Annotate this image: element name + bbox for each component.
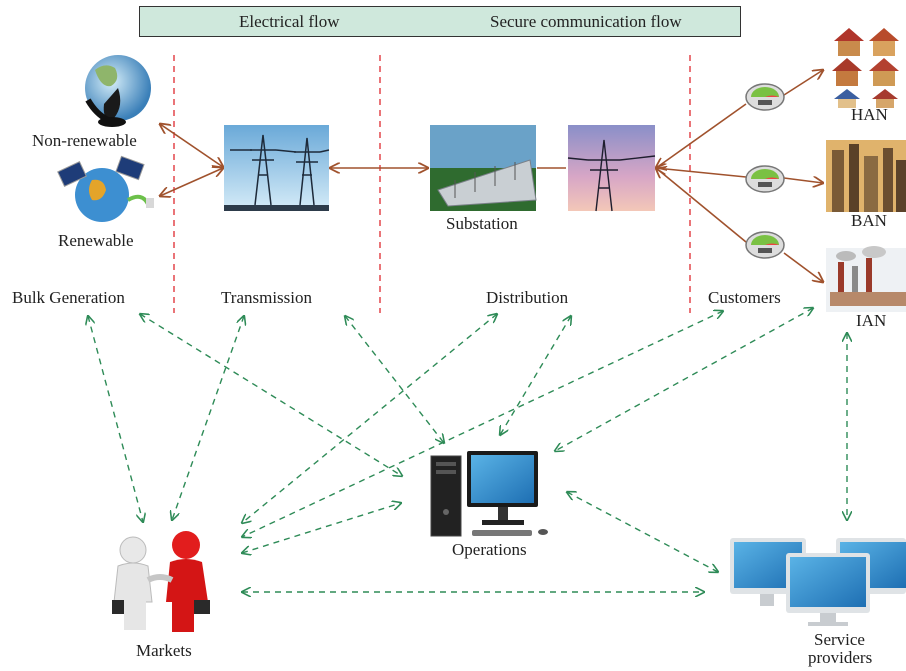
handshake-icon [112,531,210,632]
service-providers-label-line2: providers [808,648,873,667]
communication-flows [88,308,847,592]
markets-label: Markets [136,641,192,660]
factory-icon [826,246,906,312]
legend-electrical-label: Electrical flow [239,12,340,31]
non-renewable-icon [85,55,151,127]
customers-label: Customers [708,288,781,307]
monitors-icon [730,538,906,626]
electrical-flows [160,70,823,282]
smart-meter-icon [745,231,785,259]
operations-label: Operations [452,540,527,559]
non-renewable-label: Non-renewable [32,131,137,150]
ban-label: BAN [851,211,887,230]
domain-dividers [173,55,691,313]
han-label: HAN [851,105,888,124]
renewable-icon [57,155,154,222]
bulk-generation-label: Bulk Generation [12,288,125,307]
smart-meter-icon [745,83,785,111]
service-providers-label-line1: Service [814,630,865,649]
substation-label: Substation [446,214,518,233]
buildings-icon [826,140,906,212]
distribution-label: Distribution [486,288,569,307]
houses-icon [832,28,899,108]
transmission-towers-image [224,125,330,211]
substation-image [430,125,537,211]
renewable-label: Renewable [58,231,134,250]
legend: Electrical flow Secure communication flo… [139,6,741,37]
computer-icon [430,451,548,537]
distribution-tower-image [567,125,656,212]
ian-label: IAN [856,311,887,330]
legend-communication-label: Secure communication flow [490,12,682,31]
smart-meter-icon [745,165,785,193]
transmission-label: Transmission [221,288,313,307]
